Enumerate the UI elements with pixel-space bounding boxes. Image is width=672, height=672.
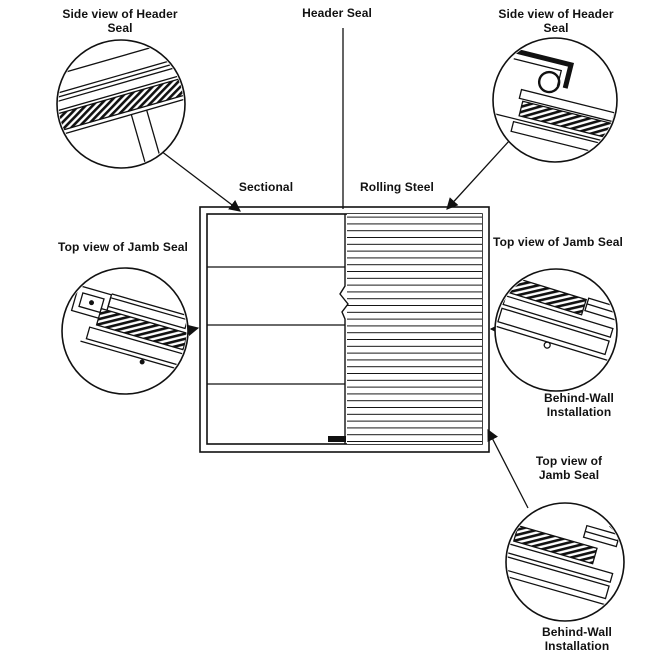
brush-seal-hatch: [95, 307, 187, 351]
label-side-view-header-seal-left: Side view of Header Seal: [62, 7, 178, 35]
label-behind-wall-right: Behind-Wall Installation: [544, 391, 614, 419]
detail-circle-jamb-seal-right: [494, 268, 618, 392]
detail-circle-header-seal-left: [56, 39, 186, 169]
break-line: [339, 214, 349, 444]
label-behind-wall-bottom: Behind-Wall Installation: [542, 625, 612, 653]
label-header-seal: Header Seal: [302, 6, 372, 20]
left-header-arrow: [160, 150, 241, 212]
detail-circle-jamb-seal-bottom: [505, 502, 625, 622]
label-top-view-jamb-seal-bottom: Top view of Jamb Seal: [535, 454, 603, 482]
detail-circle-jamb-seal-left: [61, 267, 189, 395]
label-rolling-steel: Rolling Steel: [360, 180, 434, 194]
door-outer-frame: [199, 206, 490, 453]
sectional-panel-lines: [207, 266, 345, 385]
rolling-steel-slats: [347, 214, 482, 444]
right-header-arrow: [446, 139, 511, 210]
label-top-view-jamb-seal-left: Top view of Jamb Seal: [58, 240, 188, 254]
detail-circle-header-seal-right: [492, 37, 618, 163]
brush-seal-hatch: [58, 77, 184, 133]
door-handle: [328, 436, 346, 442]
bottom-jamb-arrow: [487, 428, 529, 509]
garage-door: [199, 206, 490, 453]
label-sectional: Sectional: [238, 180, 294, 194]
label-top-view-jamb-seal-right: Top view of Jamb Seal: [493, 235, 623, 249]
roller-drum: [537, 70, 561, 94]
brush-seal-hatch: [512, 524, 598, 565]
label-side-view-header-seal-right: Side view of Header Seal: [498, 7, 614, 35]
